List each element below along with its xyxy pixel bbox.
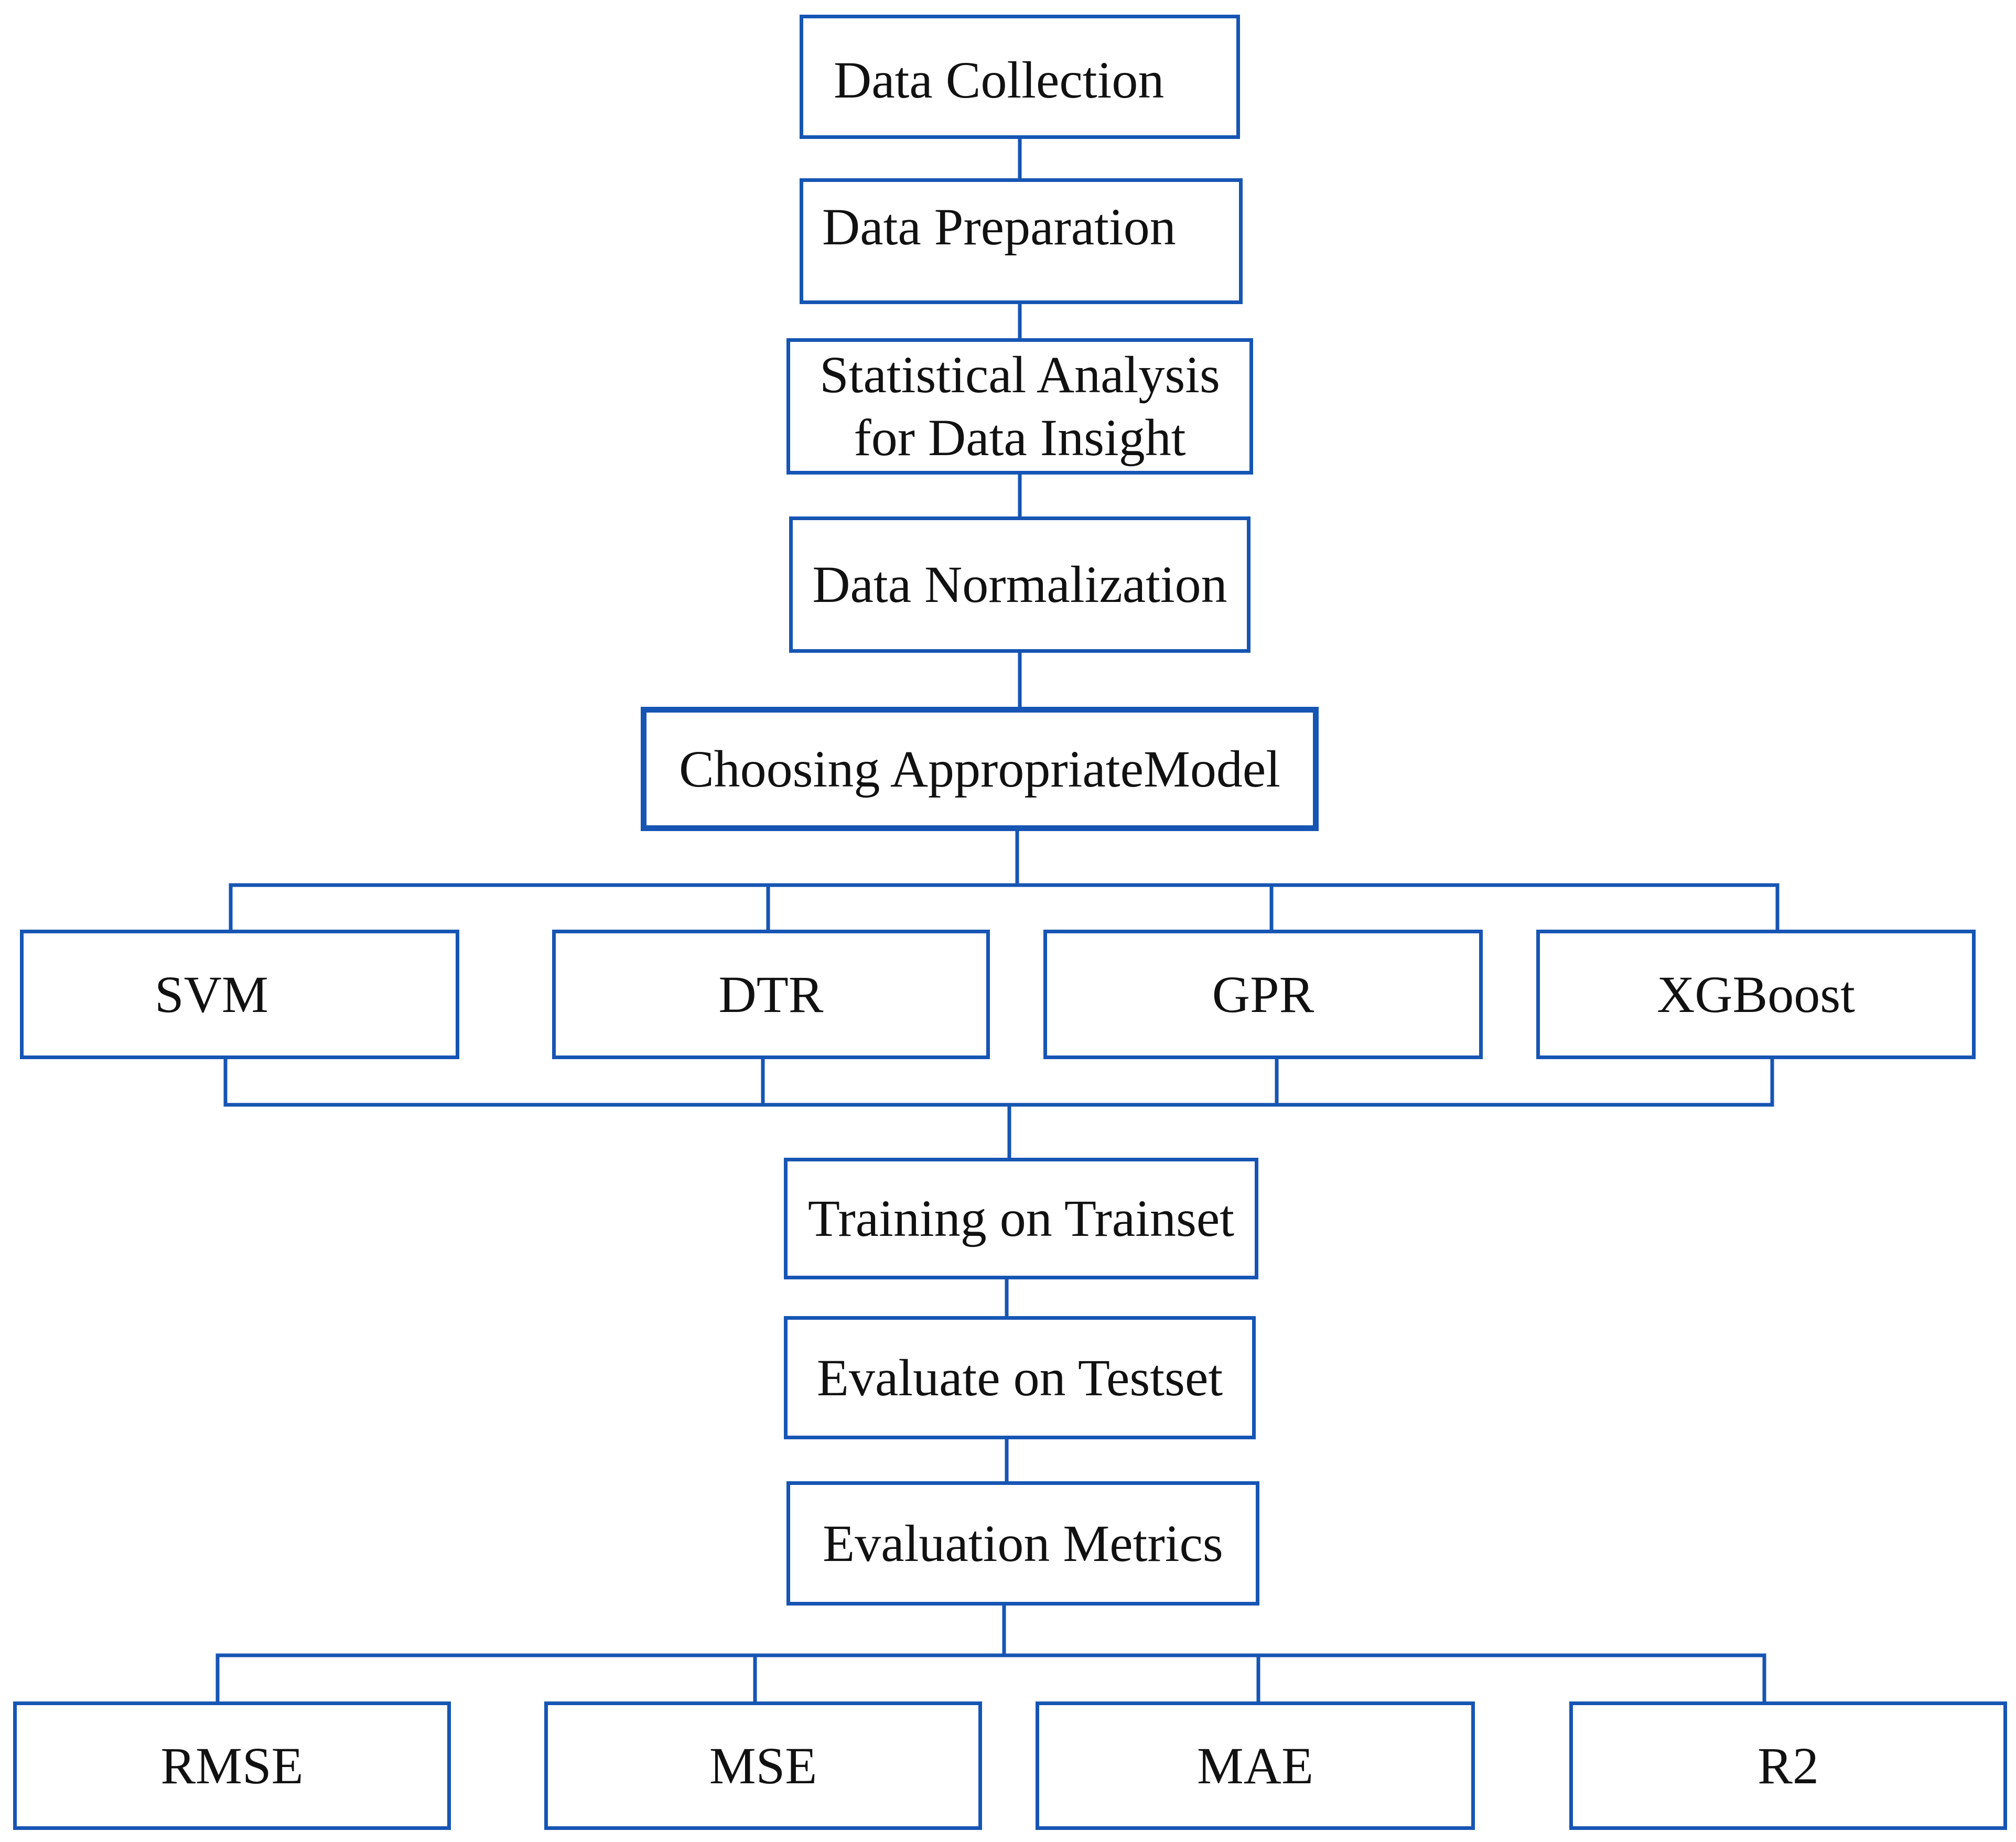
statistical-analysis-label-line2: for Data Insight [854, 408, 1186, 467]
choosing-model-box: Choosing AppropriateModel [641, 707, 1319, 831]
evaluate-label: Evaluate on Testset [816, 1348, 1223, 1407]
metric-label-r2: R2 [1758, 1736, 1819, 1795]
metric-label-mae: MAE [1196, 1736, 1314, 1795]
metric-box-r2: R2 [1569, 1701, 2007, 1830]
model-label-gpr: GPR [1212, 965, 1314, 1024]
data-preparation-box: Data Preparation [800, 178, 1243, 304]
model-box-gpr: GPR [1043, 930, 1483, 1059]
model-label-xgboost: XGBoost [1657, 965, 1855, 1024]
data-collection-box: Data Collection [800, 15, 1240, 139]
evaluation-metrics-box: Evaluation Metrics [786, 1481, 1259, 1606]
model-box-xgboost: XGBoost [1536, 930, 1976, 1059]
training-label: Training on Trainset [807, 1189, 1235, 1247]
data-collection-label: Data Collection [834, 51, 1165, 109]
metric-box-mse: MSE [544, 1701, 982, 1830]
statistical-analysis-box: Statistical Analysis for Data Insight [786, 338, 1253, 475]
model-label-svm: SVM [155, 965, 268, 1024]
evaluate-box: Evaluate on Testset [784, 1316, 1256, 1439]
training-box: Training on Trainset [784, 1158, 1258, 1279]
model-box-dtr: DTR [552, 930, 990, 1059]
metric-box-mae: MAE [1036, 1701, 1475, 1830]
data-normalization-label: Data Normalization [812, 555, 1227, 613]
evaluation-metrics-label: Evaluation Metrics [823, 1514, 1223, 1572]
choosing-model-label: Choosing AppropriateModel [678, 739, 1281, 798]
statistical-analysis-label-line1: Statistical Analysis [820, 346, 1220, 404]
metric-label-rmse: RMSE [160, 1736, 304, 1795]
model-label-dtr: DTR [718, 965, 824, 1024]
data-normalization-box: Data Normalization [789, 516, 1250, 653]
metric-box-rmse: RMSE [13, 1701, 451, 1830]
metric-label-mse: MSE [709, 1736, 817, 1795]
data-preparation-label: Data Preparation [822, 198, 1176, 256]
model-box-svm: SVM [20, 930, 459, 1059]
